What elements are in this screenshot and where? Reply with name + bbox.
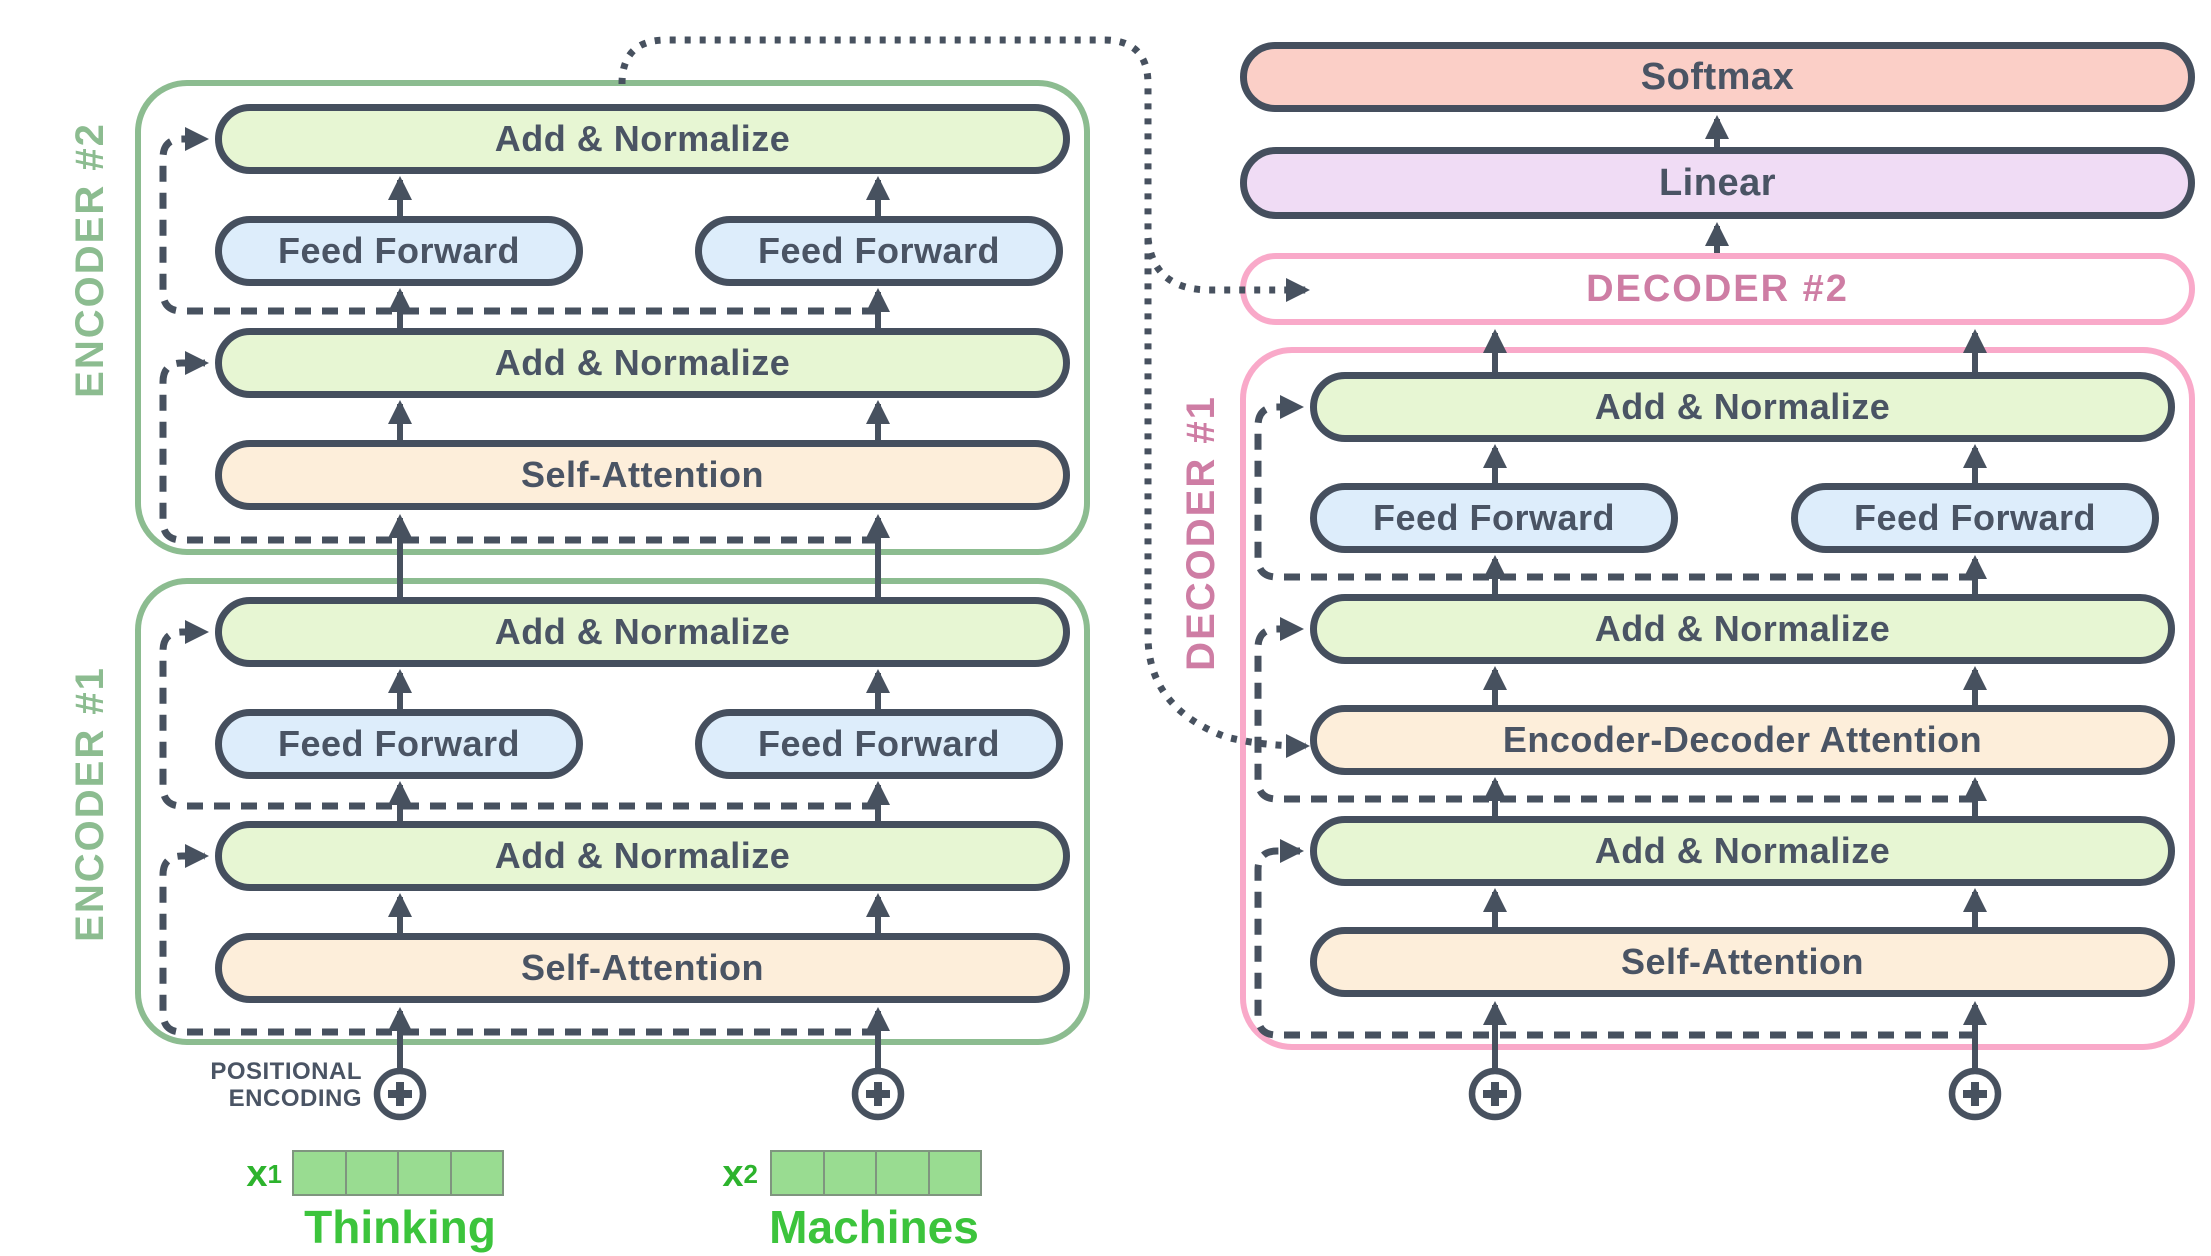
decoder-2-box <box>1240 253 2195 325</box>
decoder1-add-normalize-bottom: Add & Normalize <box>1310 816 2175 886</box>
x2-base: x <box>722 1152 744 1195</box>
vector-cell <box>451 1152 502 1194</box>
vector-cell <box>346 1152 399 1194</box>
encoder2-add-normalize-mid: Add & Normalize <box>215 328 1070 398</box>
embedding-vector-x1 <box>292 1150 504 1196</box>
encoder-2-label: ENCODER #2 <box>67 122 112 398</box>
x1-base: x <box>246 1152 268 1195</box>
encoder2-feed-forward-right: Feed Forward <box>695 216 1063 286</box>
vector-cell <box>877 1152 930 1194</box>
plus-circle-icon <box>1468 1067 1522 1121</box>
decoder1-add-normalize-mid: Add & Normalize <box>1310 594 2175 664</box>
softmax-box: Softmax <box>1240 42 2195 112</box>
encoder-1-label: ENCODER #1 <box>67 666 112 942</box>
encoder1-feed-forward-right: Feed Forward <box>695 709 1063 779</box>
vector-cell <box>399 1152 452 1194</box>
input-word-2: Machines <box>769 1201 979 1253</box>
decoder1-self-attention: Self-Attention <box>1310 927 2175 997</box>
plus-circle-icon <box>851 1067 905 1121</box>
positional-encoding-label: POSITIONAL ENCODING <box>140 1058 362 1112</box>
decoder1-add-normalize-top: Add & Normalize <box>1310 372 2175 442</box>
embedding-vector-x2 <box>770 1150 982 1196</box>
vector-cell <box>824 1152 877 1194</box>
plus-circle-icon <box>1948 1067 2002 1121</box>
encoder1-feed-forward-left: Feed Forward <box>215 709 583 779</box>
encoder1-self-attention: Self-Attention <box>215 933 1070 1003</box>
plus-circle-icons <box>373 1067 2002 1121</box>
encoder2-feed-forward-left: Feed Forward <box>215 216 583 286</box>
encoder1-add-normalize-top: Add & Normalize <box>215 597 1070 667</box>
decoder1-encoder-decoder-attention: Encoder-Decoder Attention <box>1310 705 2175 775</box>
positional-encoding-line2: ENCODING <box>228 1085 362 1112</box>
vector-cell <box>294 1152 347 1194</box>
decoder1-feed-forward-right: Feed Forward <box>1791 483 2159 553</box>
encoder2-add-normalize-top: Add & Normalize <box>215 104 1070 174</box>
linear-box: Linear <box>1240 147 2195 219</box>
vector-cell <box>929 1152 980 1194</box>
encoder2-self-attention: Self-Attention <box>215 440 1070 510</box>
vector-cell <box>772 1152 825 1194</box>
decoder-1-label: DECODER #1 <box>1178 395 1223 671</box>
input-word-1: Thinking <box>304 1201 496 1253</box>
decoder1-feed-forward-left: Feed Forward <box>1310 483 1678 553</box>
plus-circle-icon <box>373 1067 427 1121</box>
positional-encoding-line1: POSITIONAL <box>210 1058 362 1085</box>
encoder1-add-normalize-mid: Add & Normalize <box>215 821 1070 891</box>
decoder-2-label: DECODER #2 <box>1586 267 1849 310</box>
